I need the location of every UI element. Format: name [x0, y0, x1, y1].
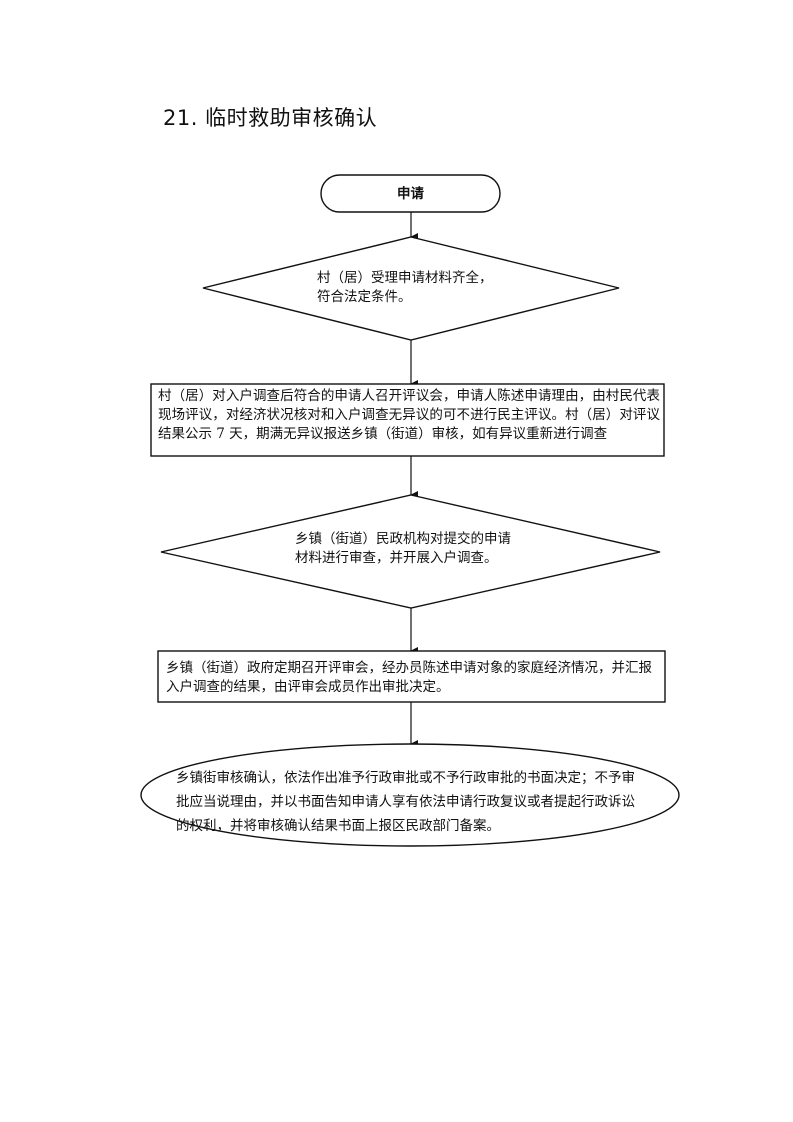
process-2-box: [157, 650, 666, 703]
decision-2-line-2: 材料进行审查，并开展入户调查。: [295, 550, 498, 566]
decision-2-label: 乡镇（街道）民政机构对提交的申请 材料进行审查，并开展入户调查。: [295, 530, 545, 568]
process-2-label: 乡镇（街道）政府定期召开评审会，经办员陈述申请对象的家庭经济情况，并汇报入户调查…: [166, 660, 652, 695]
end-label: 乡镇街审核确认，依法作出准予行政审批或不予行政审批的书面决定；不予审批应当说理由…: [176, 770, 635, 834]
decision-1-line-1: 村（居）受理申请材料齐全，: [317, 270, 493, 286]
process-1-box: [150, 383, 665, 457]
start-label: 申请: [397, 186, 424, 202]
page-title: 21. 临时救助审核确认: [163, 106, 378, 130]
end-ellipse: [140, 743, 680, 847]
decision-1-line-2: 符合法定条件。: [317, 289, 412, 305]
decision-1-label: 村（居）受理申请材料齐全， 符合法定条件。: [317, 269, 517, 307]
process-1-label: 村（居）对入户调查后符合的申请人召开评议会，申请人陈述申请理由，由村民代表现场评…: [158, 388, 660, 442]
decision-2-line-1: 乡镇（街道）民政机构对提交的申请: [295, 531, 511, 547]
